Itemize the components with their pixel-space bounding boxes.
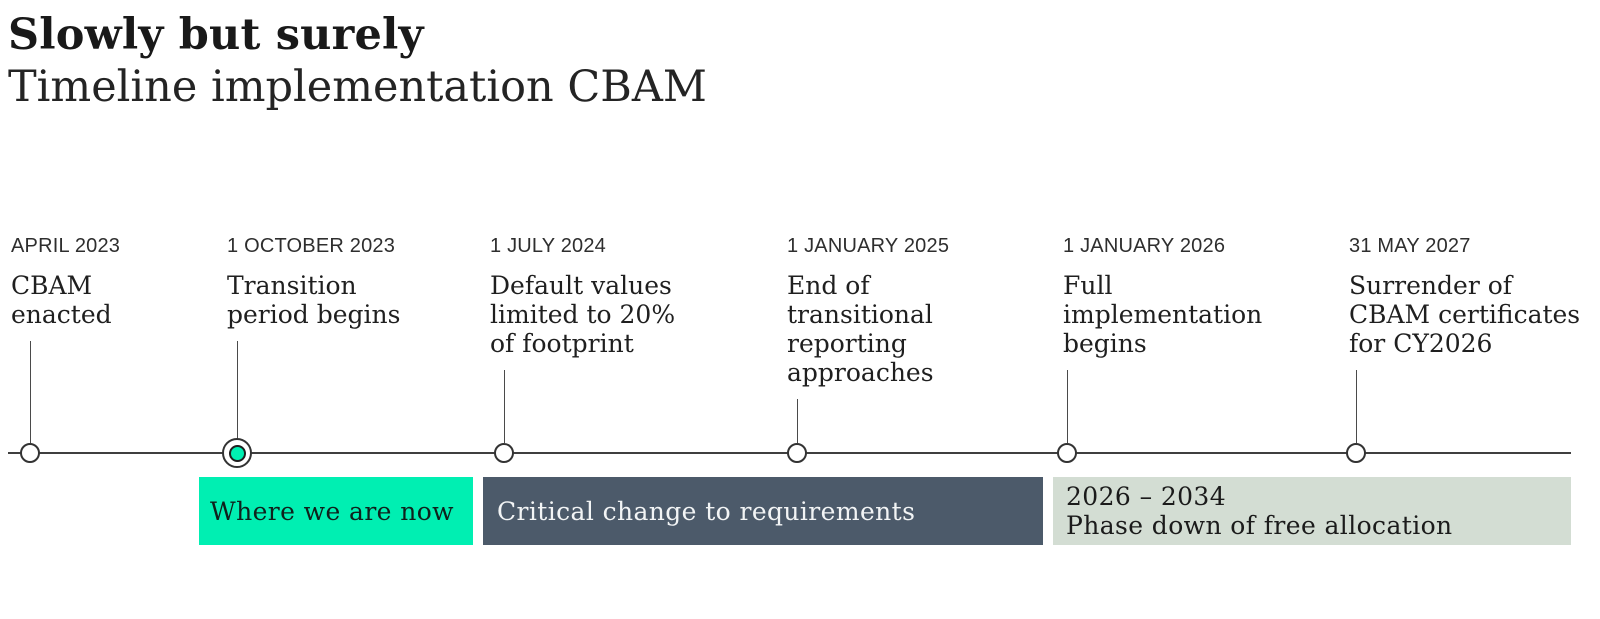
milestone-date: 1 JANUARY 2026 — [1063, 235, 1226, 257]
timeline-node — [1057, 443, 1077, 463]
milestone-date: 1 JANUARY 2025 — [787, 235, 950, 257]
milestone-date: APRIL 2023 — [11, 235, 121, 257]
milestone-stem — [1066, 370, 1068, 443]
current-position-dot — [228, 444, 246, 462]
milestone-january-2026: 1 JANUARY 2026 Full implementation begin… — [1057, 233, 1262, 463]
phase-bar-label: Phase down of free allocation — [1066, 511, 1453, 540]
milestone-april-2023: APRIL 2023 CBAM enacted — [11, 233, 120, 463]
milestone-july-2024: 1 JULY 2024 Default values limited to 20… — [490, 233, 675, 463]
milestone-date: 1 JULY 2024 — [490, 235, 606, 257]
milestone-description: End of transitional reporting approaches — [787, 271, 934, 387]
phase-bar-free-allocation: 2026 – 2034 Phase down of free allocatio… — [1053, 477, 1571, 545]
phase-bar-label: Critical change to requirements — [497, 496, 916, 526]
milestone-stem — [503, 370, 505, 443]
timeline-node — [494, 443, 514, 463]
milestone-may-2027: 31 MAY 2027 Surrender of CBAM certificat… — [1346, 233, 1580, 463]
page-subtitle: Timeline implementation CBAM — [8, 62, 707, 112]
page-title: Slowly but surely — [8, 10, 424, 60]
phase-bar-label: Where we are now — [210, 496, 454, 526]
timeline-node — [20, 443, 40, 463]
timeline-node — [787, 443, 807, 463]
milestone-description: Transition period begins — [227, 271, 401, 329]
milestone-date: 1 OCTOBER 2023 — [227, 235, 396, 257]
phase-bar-where-we-are-now: Where we are now — [199, 477, 473, 545]
milestone-january-2025: 1 JANUARY 2025 End of transitional repor… — [787, 233, 949, 463]
milestone-description: CBAM enacted — [11, 271, 112, 329]
milestone-description: Default values limited to 20% of footpri… — [490, 271, 676, 358]
milestone-stem — [1355, 370, 1357, 443]
milestone-stem — [796, 399, 798, 443]
milestone-description: Surrender of CBAM certificates for CY202… — [1349, 271, 1581, 358]
milestone-stem — [29, 341, 31, 443]
timeline-node-current — [222, 438, 252, 468]
phase-bar-critical-change: Critical change to requirements — [483, 477, 1043, 545]
phase-bar-range: 2026 – 2034 — [1066, 482, 1227, 511]
milestone-october-2023: 1 OCTOBER 2023 Transition period begins — [222, 233, 400, 468]
timeline-node — [1346, 443, 1366, 463]
milestone-description: Full implementation begins — [1063, 271, 1263, 358]
milestone-date: 31 MAY 2027 — [1349, 235, 1471, 257]
milestone-stem — [236, 341, 238, 443]
